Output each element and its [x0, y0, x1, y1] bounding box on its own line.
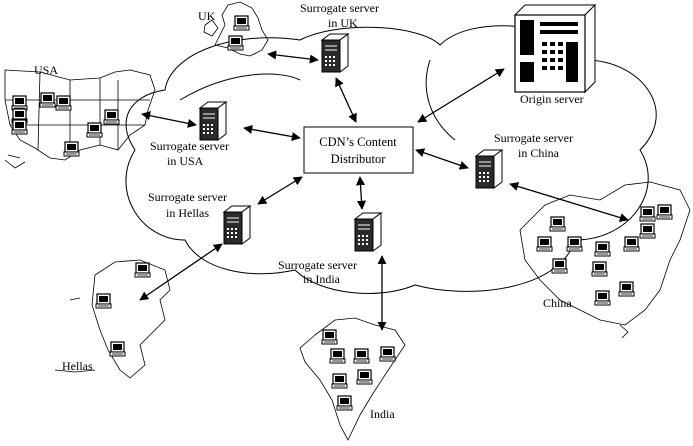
arrow-hellas-distributor	[257, 176, 303, 205]
content-distributor-box	[303, 126, 414, 174]
arrow-india-distributor	[355, 176, 367, 210]
hellas-label: Hellas	[62, 359, 93, 373]
origin-mainframe-icon	[513, 3, 597, 94]
arrow-china-distributor	[415, 148, 469, 170]
china-label: China	[543, 296, 572, 310]
arrow-china-clients	[509, 182, 629, 222]
arrow-uk-clients	[267, 50, 319, 64]
hellas-clients	[95, 262, 151, 357]
surrogate-uk-label-1: Surrogate server	[300, 1, 379, 15]
surrogate-server-hellas	[223, 205, 251, 245]
server-tower-icon	[475, 149, 503, 189]
surrogate-server-india	[354, 212, 382, 252]
usa-label: USA	[34, 63, 58, 77]
uk-label: UK	[198, 9, 216, 23]
arrow-uk-distributor	[335, 77, 357, 123]
india-label: India	[370, 407, 395, 421]
surrogate-server-usa	[199, 101, 227, 141]
india-map	[299, 317, 406, 441]
surrogate-usa-label-2: in USA	[167, 154, 204, 168]
surrogate-hellas-label-1: Surrogate server	[148, 190, 227, 204]
server-tower-icon	[321, 33, 349, 73]
content-distributor-label-1: CDN’s Content	[319, 135, 397, 149]
surrogate-india-label-2: in India	[303, 272, 341, 286]
uk-clients	[227, 15, 250, 51]
india-clients	[321, 329, 396, 411]
server-tower-icon	[354, 212, 382, 252]
surrogate-server-china	[475, 149, 503, 189]
surrogate-usa-label-1: Surrogate server	[150, 139, 229, 153]
server-tower-icon	[199, 101, 227, 141]
usa-map	[4, 69, 156, 169]
surrogate-china-label-2: in China	[518, 146, 560, 160]
origin-server-label: Origin server	[520, 92, 584, 106]
surrogate-uk-label-2: in UK	[328, 16, 358, 30]
content-distributor-label-2: Distributor	[331, 152, 387, 166]
arrow-usa-clients	[141, 111, 197, 128]
usa-clients	[11, 92, 120, 157]
uk-map	[203, 1, 269, 57]
connection-arrows	[139, 50, 629, 331]
surrogate-hellas-label-2: in Hellas	[166, 206, 209, 220]
surrogate-china-label-1: Surrogate server	[494, 131, 573, 145]
china-clients	[536, 204, 673, 306]
arrow-origin-distributor	[417, 68, 505, 123]
arrow-usa-distributor	[243, 124, 301, 142]
surrogate-server-uk	[321, 33, 349, 73]
surrogate-india-label-1: Surrogate server	[278, 258, 357, 272]
server-tower-icon	[223, 205, 251, 245]
arrow-hellas-clients	[139, 243, 223, 301]
